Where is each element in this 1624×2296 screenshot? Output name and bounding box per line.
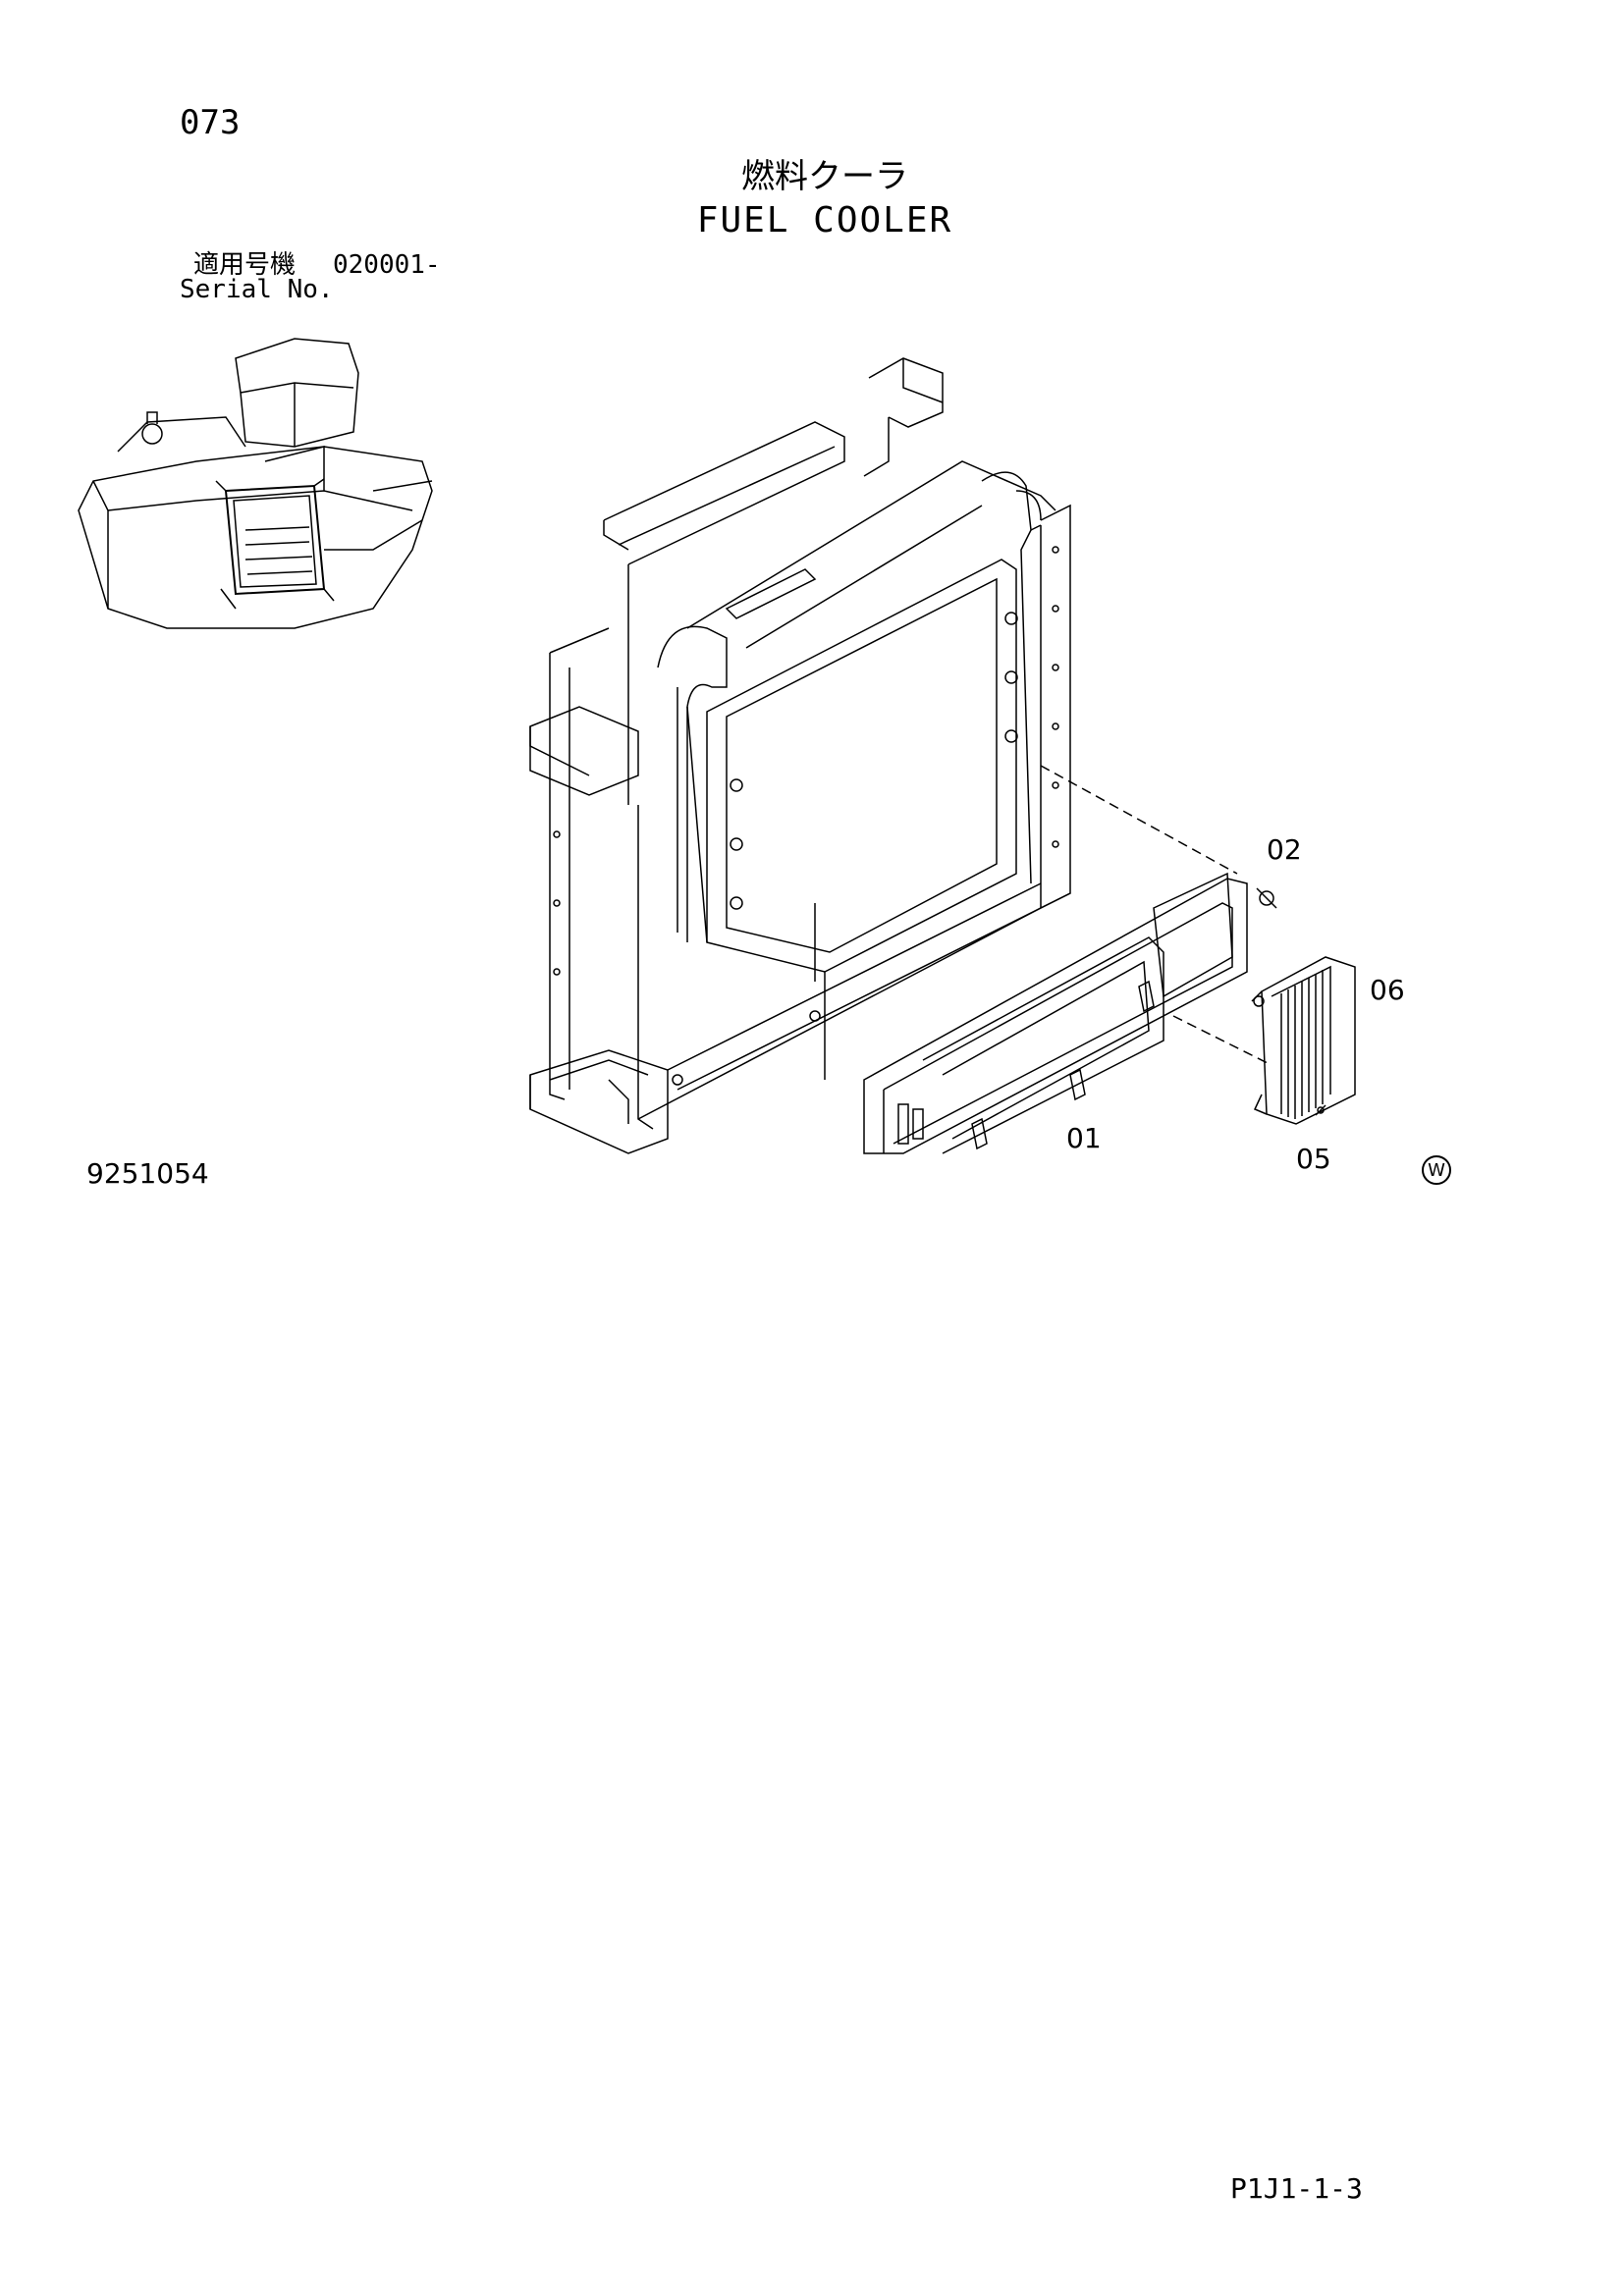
drawing-number: 9251054 xyxy=(86,1157,209,1190)
title-japanese: 燃料クーラ xyxy=(741,157,908,196)
serial-label-english: Serial No. xyxy=(180,275,334,304)
callout-06: 06 xyxy=(1370,974,1405,1006)
bracket-plate xyxy=(864,874,1247,1153)
page-number: 073 xyxy=(180,103,241,142)
radiator-frame-assembly xyxy=(530,358,1070,1153)
title-english: FUEL COOLER xyxy=(696,200,953,240)
serial-label-japanese: 適用号機 xyxy=(193,250,297,280)
callout-02: 02 xyxy=(1267,833,1302,866)
fuel-cooler-core xyxy=(1252,957,1355,1124)
screw-part-05 xyxy=(1316,1105,1326,1115)
overview-excavator xyxy=(79,339,432,628)
callout-01: 01 xyxy=(1066,1122,1102,1154)
w-mark-icon: W xyxy=(1422,1155,1451,1185)
serial-range: 020001- xyxy=(333,250,441,280)
bolt-part-02 xyxy=(1257,888,1276,908)
page-code: P1J1-1-3 xyxy=(1230,2172,1363,2205)
callout-05: 05 xyxy=(1296,1143,1331,1175)
dashed-leaders xyxy=(1041,766,1272,1065)
